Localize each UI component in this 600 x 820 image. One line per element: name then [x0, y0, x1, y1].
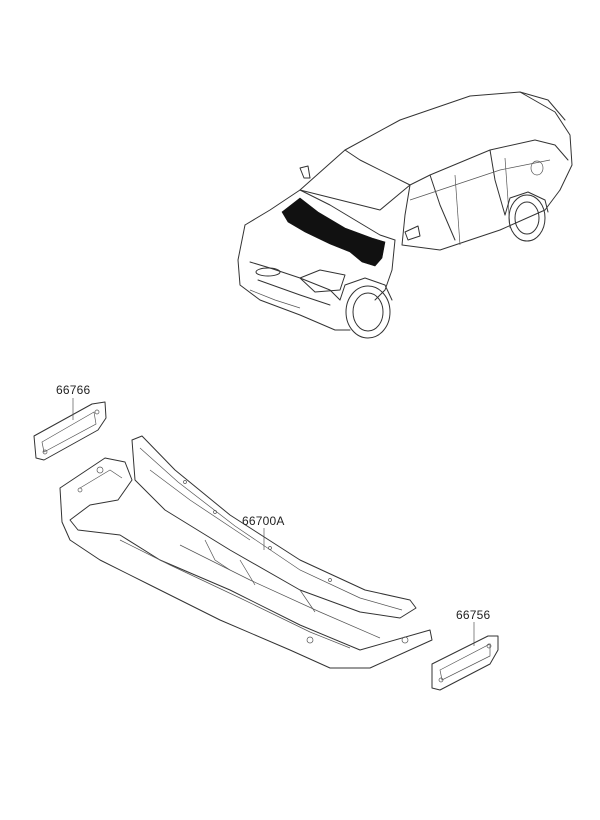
cowl-highlight: [281, 197, 386, 267]
part-66700A-drawing: [59, 435, 433, 669]
part-label-66700A: 66700A: [242, 514, 285, 528]
part-label-66756: 66756: [456, 608, 491, 622]
part-label-66766: 66766: [56, 383, 91, 397]
part-66766-drawing: [33, 401, 107, 461]
car-body: [237, 91, 573, 339]
part-66756-drawing: [431, 635, 499, 691]
